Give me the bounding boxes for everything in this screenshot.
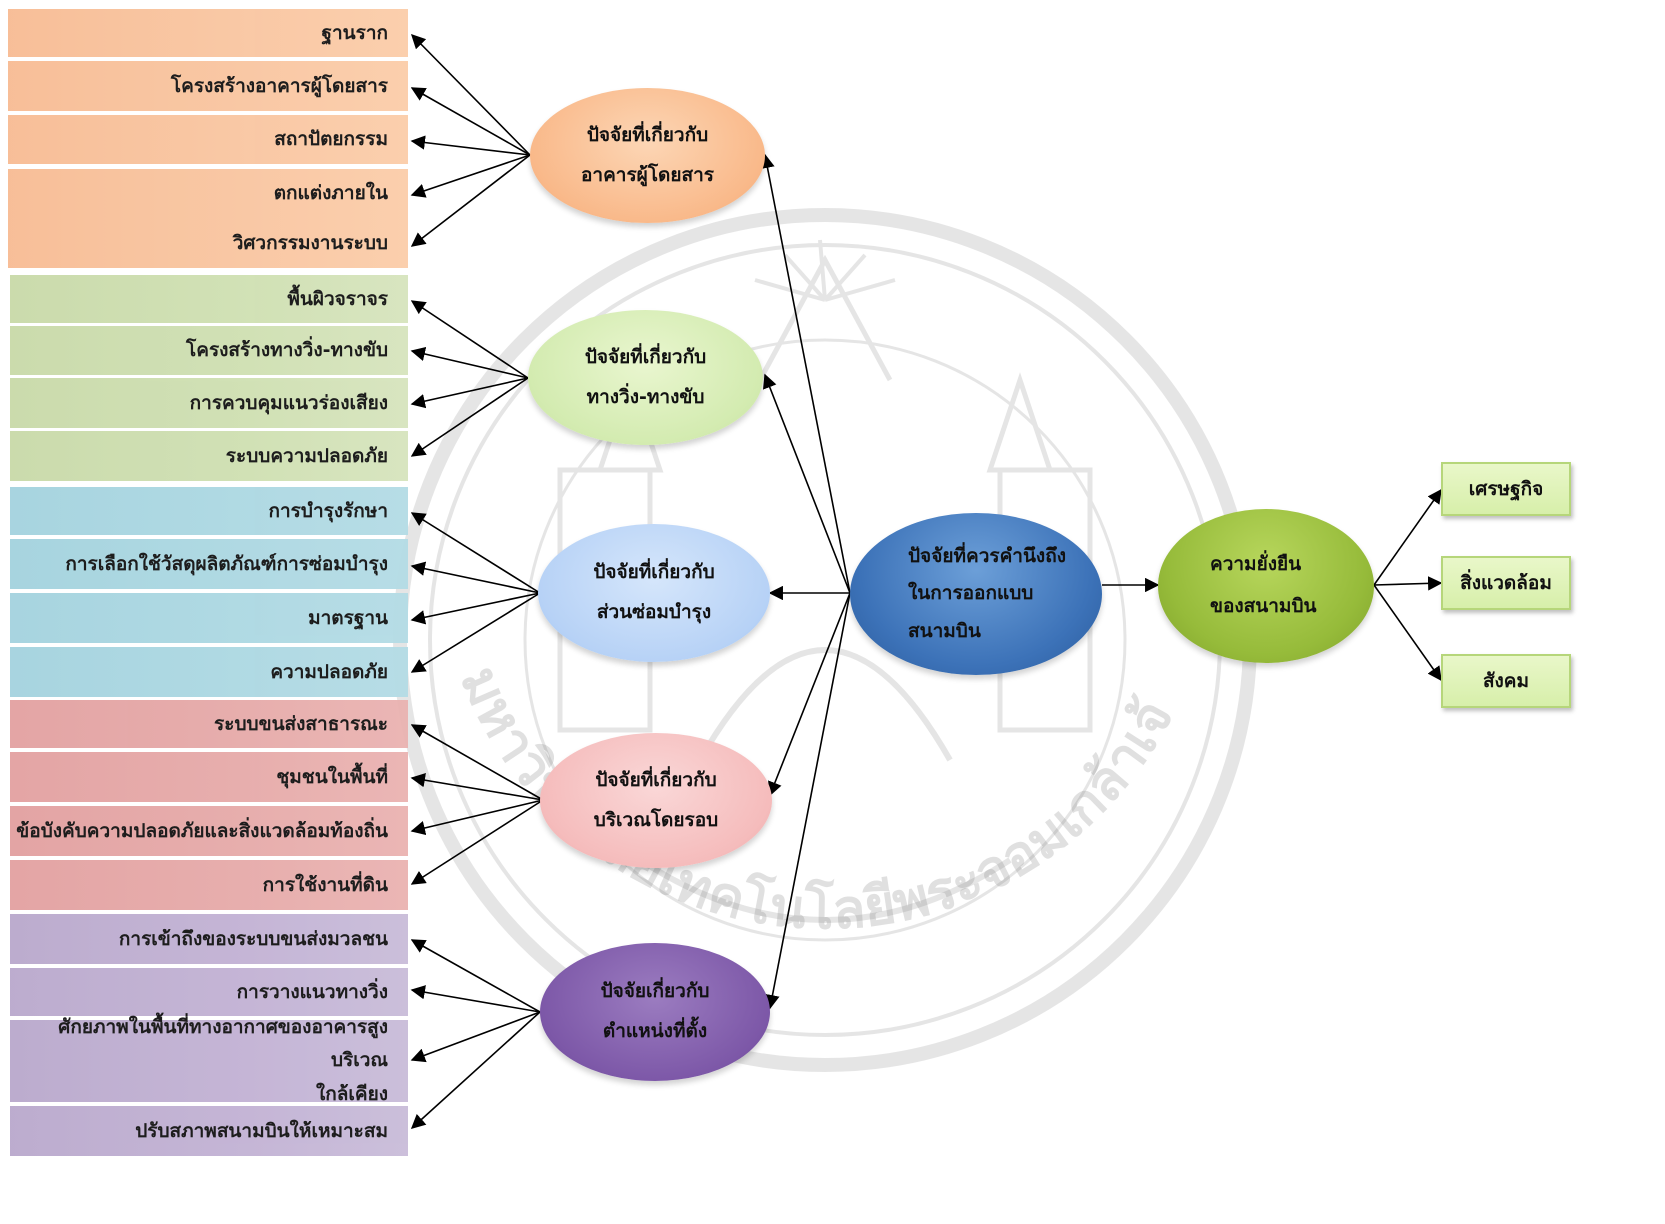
box-label: สถาปัตยกรรม (274, 128, 388, 151)
outcome-economy: เศรษฐกิจ (1441, 462, 1571, 516)
factor-label: ทางวิ่ง-ทางขับ (586, 385, 705, 408)
box-label: ชุมชนในพื้นที่ (276, 765, 388, 788)
box-label: ศักยภาพในพื้นที่ทางอากาศของอาคารสูงบริเว… (58, 1016, 388, 1072)
core-label: สนามบิน (908, 619, 981, 642)
box-noise-control: การควบคุมแนวร่องเสียง (10, 378, 408, 428)
box-label: ระบบขนส่งสาธารณะ (214, 712, 388, 735)
box-maintenance: การบำรุงรักษา (10, 487, 408, 535)
box-label: โครงสร้างอาคารผู้โดยสาร (170, 74, 388, 97)
box-runway-safety: ระบบความปลอดภัย (10, 431, 408, 481)
box-passenger-structure: โครงสร้างอาคารผู้โดยสาร (8, 61, 408, 111)
box-label: ความปลอดภัย (270, 660, 388, 683)
airport-sustainability: ความยั่งยืน ของสนามบิน (1158, 509, 1374, 663)
box-public-transport: ระบบขนส่งสาธารณะ (10, 700, 408, 748)
factor-maintenance: ปัจจัยที่เกี่ยวกับ ส่วนซ่อมบำรุง (538, 524, 770, 662)
factor-label: อาคารผู้โดยสาร (581, 163, 714, 186)
box-label: ตกแต่งภายใน (273, 182, 388, 205)
box-label: พื้นผิวจราจร (287, 287, 388, 310)
outcome-label: สังคม (1482, 670, 1530, 692)
factor-surroundings: ปัจจัยที่เกี่ยวกับ บริเวณโดยรอบ (540, 733, 772, 868)
factor-label: ปัจจัยที่เกี่ยวกับ (586, 123, 709, 146)
box-maintenance-safety: ความปลอดภัย (10, 647, 408, 697)
factor-label: ตำแหน่งที่ตั้ง (602, 1020, 708, 1042)
box-runway-structure: โครงสร้างทางวิ่ง-ทางขับ (10, 326, 408, 375)
box-maintenance-materials: การเลือกใช้วัสดุผลิตภัณฑ์การซ่อมบำรุง (10, 539, 408, 589)
core-label: ในการออกแบบ (908, 582, 1034, 605)
box-label: มาตรฐาน (308, 606, 388, 629)
factor-label: ปัจจัยที่เกี่ยวกับ (593, 561, 715, 584)
factor-label: ปัจจัยเกี่ยวกับ (600, 980, 710, 1003)
box-label: การใช้งานที่ดิน (262, 873, 388, 896)
box-mass-transit-access: การเข้าถึงของระบบขนส่งมวลชน (10, 914, 408, 964)
sustainability-label: ของสนามบิน (1210, 595, 1317, 617)
box-label: ฐานราก (321, 21, 388, 44)
box-airspace-potential: ศักยภาพในพื้นที่ทางอากาศของอาคารสูงบริเว… (10, 1016, 408, 1105)
outcome-label: เศรษฐกิจ (1468, 478, 1544, 500)
factor-label: บริเวณโดยรอบ (593, 808, 719, 831)
factor-label: ส่วนซ่อมบำรุง (596, 601, 712, 623)
box-airport-adaptation: ปรับสภาพสนามบินให้เหมาะสม (10, 1106, 408, 1156)
factor-label: ปัจจัยที่เกี่ยวกับ (595, 768, 717, 791)
box-label: ใกล้เคียง (315, 1082, 388, 1105)
core-label: ปัจจัยที่ควรคำนึงถึง (908, 545, 1066, 568)
core-design-factors: ปัจจัยที่ควรคำนึงถึง ในการออกแบบ สนามบิน (850, 513, 1102, 675)
box-label: การวางแนวทางวิ่ง (236, 980, 388, 1003)
box-label: การควบคุมแนวร่องเสียง (189, 391, 388, 414)
box-runway-orientation: การวางแนวทางวิ่ง (10, 968, 408, 1016)
factor-label: ปัจจัยที่เกี่ยวกับ (584, 345, 707, 368)
box-pavement: พื้นผิวจราจร (10, 275, 408, 323)
box-land-use: การใช้งานที่ดิน (10, 860, 408, 910)
box-label: วิศวกรรมงานระบบ (232, 231, 388, 254)
outcome-label: สิ่งแวดล้อม (1460, 572, 1552, 594)
box-label: ปรับสภาพสนามบินให้เหมาะสม (135, 1119, 388, 1142)
box-label: การเข้าถึงของระบบขนส่งมวลชน (118, 927, 388, 950)
box-label: ข้อบังคับความปลอดภัยและสิ่งแวดล้อมท้องถิ… (16, 819, 388, 842)
box-foundation: ฐานราก (8, 9, 408, 57)
box-local-regulations: ข้อบังคับความปลอดภัยและสิ่งแวดล้อมท้องถิ… (10, 806, 408, 856)
box-interior-and-systems: ตกแต่งภายใน วิศวกรรมงานระบบ (8, 169, 408, 268)
box-standards: มาตรฐาน (10, 593, 408, 643)
box-label: โครงสร้างทางวิ่ง-ทางขับ (186, 339, 388, 362)
box-label: การบำรุงรักษา (268, 499, 389, 522)
box-architecture: สถาปัตยกรรม (8, 115, 408, 164)
outcome-society: สังคม (1441, 654, 1571, 708)
box-label: ระบบความปลอดภัย (225, 444, 388, 467)
sustainability-label: ความยั่งยืน (1210, 553, 1302, 576)
factor-location: ปัจจัยเกี่ยวกับ ตำแหน่งที่ตั้ง (540, 943, 770, 1081)
box-label: การเลือกใช้วัสดุผลิตภัณฑ์การซ่อมบำรุง (65, 552, 388, 575)
factor-runway-taxiway: ปัจจัยที่เกี่ยวกับ ทางวิ่ง-ทางขับ (528, 310, 763, 445)
box-local-community: ชุมชนในพื้นที่ (10, 752, 408, 802)
factor-passenger-building: ปัจจัยที่เกี่ยวกับ อาคารผู้โดยสาร (530, 88, 765, 223)
outcome-environment: สิ่งแวดล้อม (1441, 556, 1571, 610)
